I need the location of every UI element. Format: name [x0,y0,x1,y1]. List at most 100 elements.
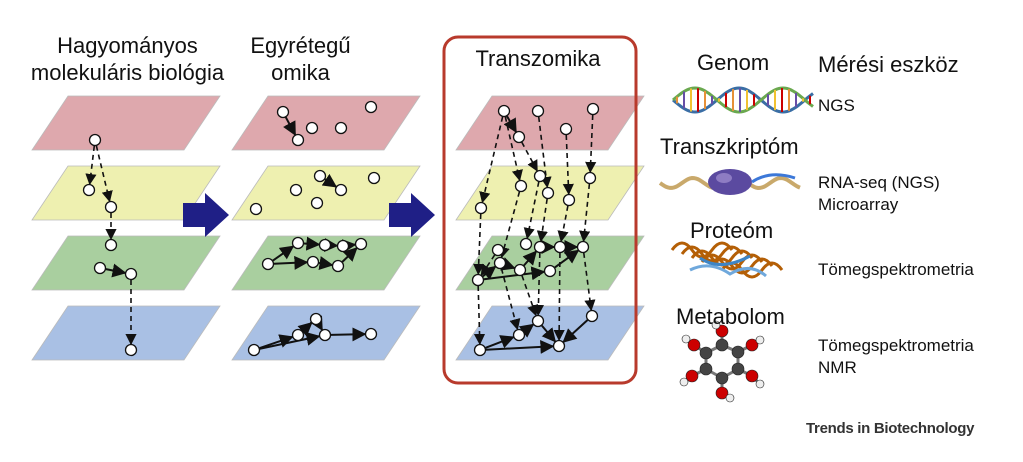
edge-p3-dashed [553,252,565,342]
edge-p1 [85,145,97,186]
column-title-traditional: Hagyományos molekuláris biológia [30,33,225,85]
edge-p3-dashed [557,205,569,243]
node-p3 [512,328,526,342]
node-p2 [276,105,290,119]
node-p3 [512,130,526,144]
node-p1 [104,200,118,214]
node-p3 [585,309,599,323]
edge-p3-dashed [500,268,521,331]
transition-arrow-2 [389,193,435,237]
node-p1 [93,261,107,275]
layer-proteome-panel1 [31,235,221,291]
edge-p3-solid [554,249,580,269]
edge-p3-dashed [532,252,545,317]
transomics-frame [442,35,638,385]
edge-p3-dashed [582,252,596,312]
node-p3 [531,104,545,118]
node-p3 [553,240,567,254]
node-p3 [583,171,597,185]
node-p2 [310,196,324,210]
edge-p1 [95,145,113,203]
tool-proteome: Tömegspektrometria [818,260,974,279]
edge-p3-solid [541,324,557,343]
layer-genome-panel3 [455,95,645,151]
node-p2 [364,100,378,114]
node-p3 [586,102,600,116]
edge-p2 [330,327,367,342]
edge-p2 [341,239,357,254]
edge-p2 [283,116,297,136]
node-p2 [336,239,350,253]
node-p3 [497,104,511,118]
protein-ribbon-icon [670,241,784,279]
node-p2 [309,312,323,326]
node-p2 [334,183,348,197]
node-p3 [519,237,533,251]
edge-p2 [272,245,295,262]
edge-p3-dashed [473,285,486,346]
node-p3 [473,343,487,357]
omics-genome-label: Genom [697,50,770,75]
node-p3 [514,179,528,193]
node-p2 [289,183,303,197]
node-p2 [291,236,305,250]
edge-p2 [309,315,323,331]
node-p1 [124,343,138,357]
node-p3 [559,122,573,136]
edge-p3-dashed [523,181,540,240]
measurement-tools-header: Mérési eszköz [818,52,959,77]
edge-p3-dashed [521,275,538,317]
edge-p3-dashed [498,191,521,259]
edge-p2 [341,247,358,263]
journal-brand: Trends in Biotechnology [806,420,975,437]
edge-p1 [105,263,127,278]
node-p2 [261,257,275,271]
edge-p3-solid [485,335,515,349]
node-p1 [124,267,138,281]
edge-p3-solid [518,323,535,338]
edge-p2 [259,334,294,350]
transition-arrow-1 [183,193,229,237]
edge-p3-solid [500,257,516,271]
node-p3 [562,193,576,207]
column-title-single-omics: Egyrétegű omika [250,33,351,85]
node-p2 [354,237,368,251]
edge-p3-dashed [536,198,548,243]
node-p2 [306,255,320,269]
node-p2 [249,202,263,216]
node-p3 [531,314,545,328]
node-p3 [513,263,527,277]
edge-p3-solid [522,250,537,267]
node-p2 [364,327,378,341]
node-p2 [291,328,305,342]
node-p3 [541,186,555,200]
edge-p3-dashed [579,183,591,243]
layer-genome-panel1 [31,95,221,151]
node-p2 [331,259,345,273]
node-p3 [474,201,488,215]
layer-metabolome-panel1 [31,305,221,361]
edge-p3-dashed [479,116,504,204]
node-p3 [533,169,547,183]
omics-metabolome-label: Metabolom [676,304,785,329]
node-p3 [576,240,590,254]
edge-p3-dashed [473,213,485,276]
node-p3 [543,264,557,278]
edge-p2 [318,256,334,270]
edge-p3-solid [562,319,589,343]
node-p3 [493,256,507,270]
edge-p2 [321,173,338,188]
edge-p3-dashed [562,134,574,196]
edge-p2 [303,236,321,251]
edge-p3-solid [481,265,497,280]
rna-polymerase-icon [658,169,801,195]
edge-p3-solid [483,266,546,281]
edge-p2 [259,331,321,350]
node-p3 [471,273,485,287]
node-p2 [318,328,332,342]
node-p2 [291,133,305,147]
node-p2 [334,121,348,135]
edge-p3-solid [503,115,517,134]
layer-genome-panel2 [231,95,421,151]
node-p2 [247,343,261,357]
